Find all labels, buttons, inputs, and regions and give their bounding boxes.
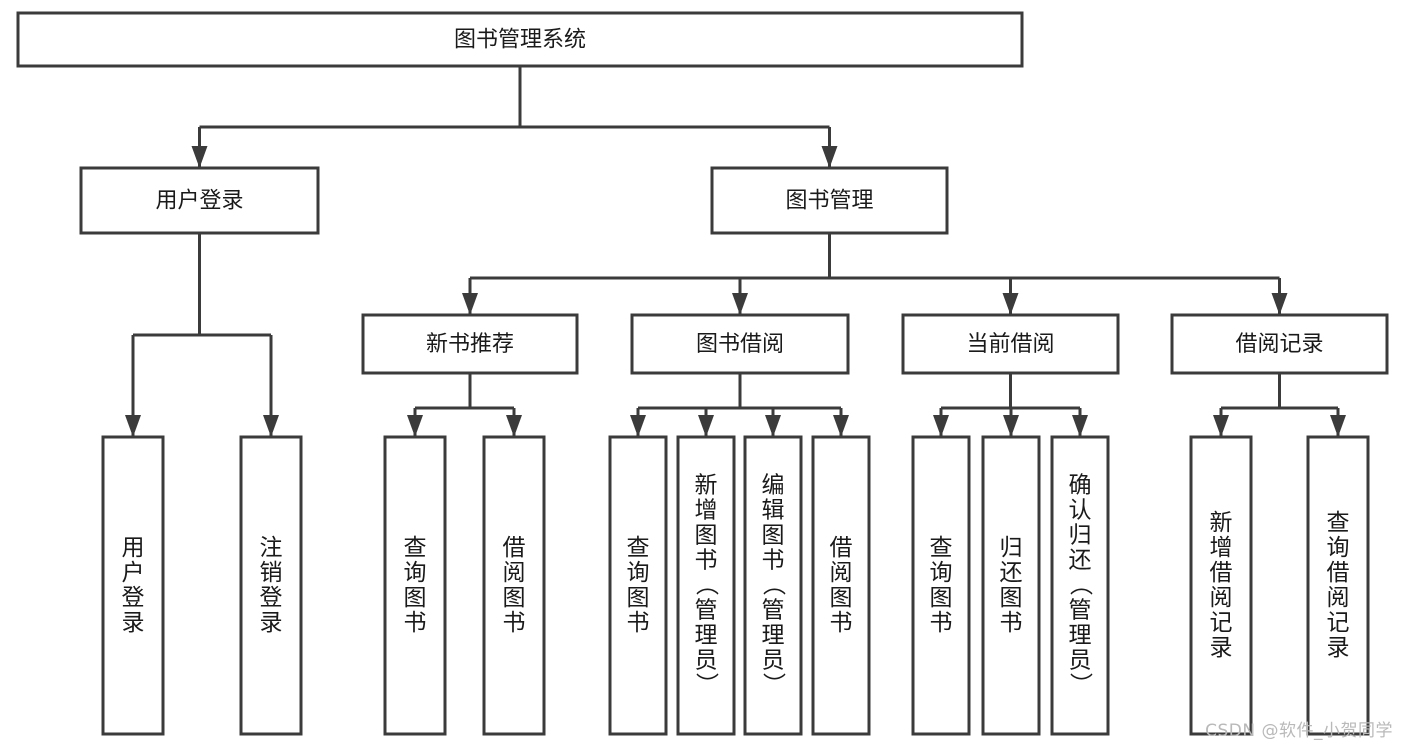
node-label: 用户登录 <box>155 189 243 214</box>
arrow-head-icon <box>462 293 478 315</box>
node-label: 借阅图书 <box>503 535 526 636</box>
node-label: 查询图书 <box>627 535 650 636</box>
node-box[interactable] <box>1306 435 1370 736</box>
arrow-head-icon <box>1072 415 1088 437</box>
node-借阅记录[interactable]: 借阅记录 <box>1170 313 1389 375</box>
arrow-head-icon <box>1330 415 1346 437</box>
arrow-head-icon <box>125 415 141 437</box>
node-box[interactable] <box>383 435 447 736</box>
nodes-layer: 图书管理系统用户登录图书管理新书推荐图书借阅当前借阅借阅记录用户登录注销登录查询… <box>16 11 1389 736</box>
node-label: 借阅图书 <box>830 535 853 636</box>
node-label: 当前借阅 <box>966 332 1054 357</box>
node-图书管理[interactable]: 图书管理 <box>710 166 949 235</box>
node-box[interactable] <box>901 313 1120 375</box>
node-借阅图书[interactable]: 借阅图书 <box>811 435 871 736</box>
node-box[interactable] <box>239 435 303 736</box>
node-借阅图书[interactable]: 借阅图书 <box>482 435 546 736</box>
node-box[interactable] <box>1189 435 1253 736</box>
arrow-head-icon <box>263 415 279 437</box>
node-确认归还管理员[interactable]: 确认归还（管理员） <box>1050 435 1110 736</box>
node-label: 注销登录 <box>260 535 283 636</box>
node-label: 用户登录 <box>122 535 145 636</box>
node-box[interactable] <box>676 435 736 736</box>
node-注销登录[interactable]: 注销登录 <box>239 435 303 736</box>
arrow-head-icon <box>407 415 423 437</box>
node-图书借阅[interactable]: 图书借阅 <box>630 313 850 375</box>
arrow-head-icon <box>732 293 748 315</box>
node-label: 归还图书 <box>1000 535 1023 636</box>
node-box[interactable] <box>482 435 546 736</box>
node-label: 确认归还（管理员） <box>1069 473 1094 699</box>
node-当前借阅[interactable]: 当前借阅 <box>901 313 1120 375</box>
arrow-head-icon <box>1271 293 1288 315</box>
node-box[interactable] <box>608 435 668 736</box>
node-box[interactable] <box>1170 313 1389 375</box>
node-用户登录[interactable]: 用户登录 <box>101 435 165 736</box>
arrow-head-icon <box>765 415 781 437</box>
node-box[interactable] <box>981 435 1041 736</box>
node-label: 图书借阅 <box>696 332 784 357</box>
node-编辑图书管理员[interactable]: 编辑图书（管理员） <box>743 435 803 736</box>
connector-lines-layer <box>125 66 1346 437</box>
node-box[interactable] <box>361 313 579 375</box>
node-新增图书管理员[interactable]: 新增图书（管理员） <box>676 435 736 736</box>
arrow-head-icon <box>1213 415 1229 437</box>
arrow-head-icon <box>833 415 849 437</box>
node-用户登录[interactable]: 用户登录 <box>79 166 320 235</box>
node-label: 查询图书 <box>930 535 953 636</box>
node-label: 查询图书 <box>404 535 427 636</box>
node-label: 查询借阅记录 <box>1327 510 1350 661</box>
node-box[interactable] <box>16 11 1024 68</box>
node-label: 新书推荐 <box>426 332 514 357</box>
arrow-head-icon <box>698 415 714 437</box>
node-label: 图书管理系统 <box>454 28 586 53</box>
node-box[interactable] <box>811 435 871 736</box>
arrow-head-icon <box>191 146 208 168</box>
node-label: 图书管理 <box>785 189 873 214</box>
node-查询图书[interactable]: 查询图书 <box>911 435 971 736</box>
node-box[interactable] <box>911 435 971 736</box>
node-box[interactable] <box>630 313 850 375</box>
node-label: 编辑图书（管理员） <box>762 473 787 699</box>
node-查询图书[interactable]: 查询图书 <box>608 435 668 736</box>
arrow-head-icon <box>933 415 949 437</box>
arrow-head-icon <box>506 415 522 437</box>
node-图书管理系统[interactable]: 图书管理系统 <box>16 11 1024 68</box>
arrow-head-icon <box>1003 415 1019 437</box>
node-box[interactable] <box>101 435 165 736</box>
node-查询借阅记录[interactable]: 查询借阅记录 <box>1306 435 1370 736</box>
node-label: 新增图书（管理员） <box>695 473 720 699</box>
arrow-head-icon <box>1002 293 1019 315</box>
node-box[interactable] <box>1050 435 1110 736</box>
node-label: 新增借阅记录 <box>1210 510 1233 661</box>
node-box[interactable] <box>79 166 320 235</box>
node-label: 借阅记录 <box>1235 332 1323 357</box>
node-box[interactable] <box>710 166 949 235</box>
node-归还图书[interactable]: 归还图书 <box>981 435 1041 736</box>
node-查询图书[interactable]: 查询图书 <box>383 435 447 736</box>
arrow-head-icon <box>821 146 838 168</box>
node-新书推荐[interactable]: 新书推荐 <box>361 313 579 375</box>
node-新增借阅记录[interactable]: 新增借阅记录 <box>1189 435 1253 736</box>
arrow-head-icon <box>630 415 646 437</box>
node-box[interactable] <box>743 435 803 736</box>
